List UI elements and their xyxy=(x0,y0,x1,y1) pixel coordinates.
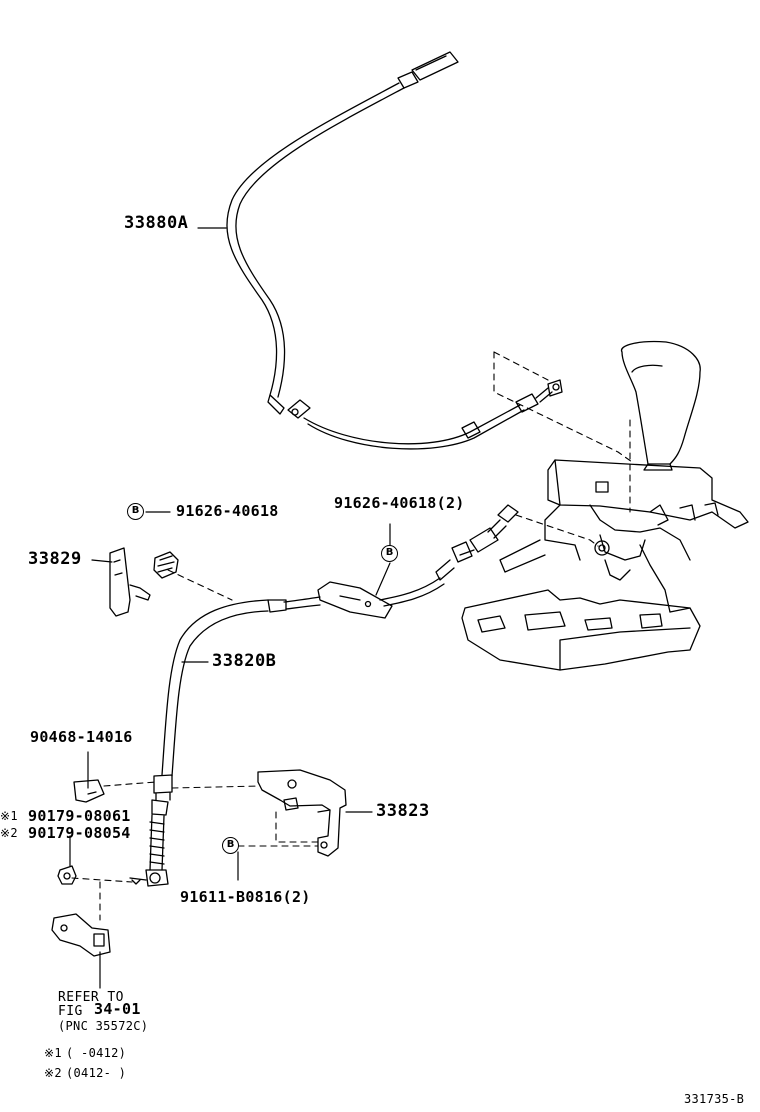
note-marker-2: ※2 xyxy=(0,826,18,840)
shift-cable-33880a xyxy=(226,51,563,450)
label-33829: 33829 xyxy=(28,549,82,569)
shift-lever-assembly xyxy=(461,340,749,671)
label-90468-14016: 90468-14016 xyxy=(30,728,133,746)
bracket-33829 xyxy=(109,547,179,617)
label-33823: 33823 xyxy=(376,801,430,821)
label-90179-08054: 90179-08054 xyxy=(28,824,131,842)
bolt-marker-b-1: B xyxy=(127,503,144,520)
note-marker-1: ※1 xyxy=(0,809,18,823)
label-33880a: 33880A xyxy=(124,213,189,233)
label-33820b: 33820B xyxy=(212,651,277,671)
transmission-cable-33820b xyxy=(129,504,519,887)
label-91611-b0816: 91611-B0816(2) xyxy=(180,888,311,906)
bolt-marker-b-2: B xyxy=(381,545,398,562)
label-91626-40618-qty2: 91626-40618(2) xyxy=(334,494,465,512)
label-91626-40618: 91626-40618 xyxy=(176,502,279,520)
note-1-marker: ※1 xyxy=(44,1046,62,1060)
note-2-range: (0412- ) xyxy=(66,1066,127,1080)
refer-figure-number: 34-01 xyxy=(94,1000,141,1018)
bolt-marker-b-3: B xyxy=(222,837,239,854)
lever-bracket xyxy=(51,913,111,957)
leader-lines xyxy=(69,227,391,989)
refer-line-2-prefix: FIG xyxy=(58,1004,83,1019)
note-2-marker: ※2 xyxy=(44,1066,62,1080)
bracket-33823 xyxy=(257,769,347,857)
dashed-guides xyxy=(71,351,633,921)
refer-line-3: (PNC 35572C) xyxy=(58,1019,149,1033)
diagram-id: 331735-B xyxy=(684,1092,745,1106)
nut-90179 xyxy=(57,865,77,885)
note-1-range: ( -0412) xyxy=(66,1046,127,1060)
refer-line-1: REFER TO xyxy=(58,990,124,1005)
label-90179-08061: 90179-08061 xyxy=(28,807,131,825)
clip-90468 xyxy=(73,779,105,803)
